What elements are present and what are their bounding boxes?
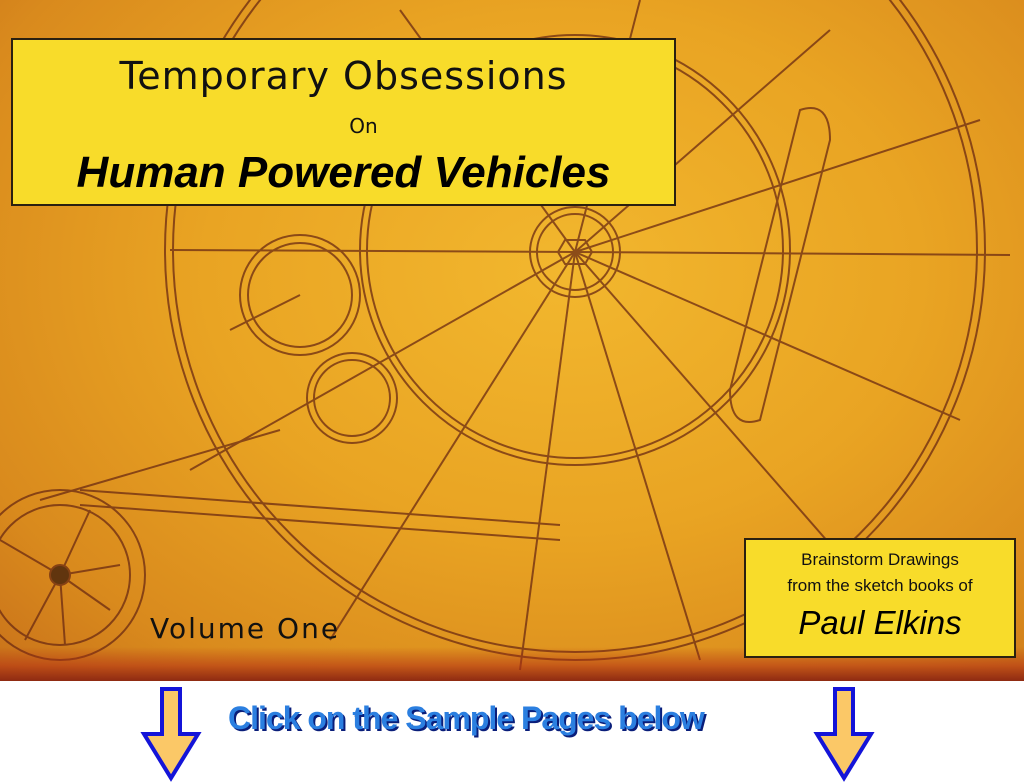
- author-credit-label: Brainstorm Drawings from the sketch book…: [744, 538, 1016, 658]
- credit-line2: from the sketch books of: [787, 576, 973, 595]
- title-line2: Human Powered Vehicles: [76, 148, 611, 197]
- down-arrow-icon: [813, 687, 875, 782]
- credit-line1: Brainstorm Drawings: [801, 550, 959, 569]
- title-line1: Temporary Obsessions: [119, 54, 568, 98]
- title-connector: On: [349, 114, 378, 138]
- volume-label: Volume One: [150, 612, 341, 645]
- down-arrow-icon: [140, 687, 202, 782]
- author-name: Paul Elkins: [798, 604, 962, 641]
- sample-pages-link[interactable]: Click on the Sample Pages below: [228, 700, 705, 736]
- title-label: Temporary Obsessions On Human Powered Ve…: [11, 38, 676, 206]
- hpv-sketch-illustration: [0, 0, 1011, 671]
- cover-banner: Temporary Obsessions On Human Powered Ve…: [0, 0, 1024, 681]
